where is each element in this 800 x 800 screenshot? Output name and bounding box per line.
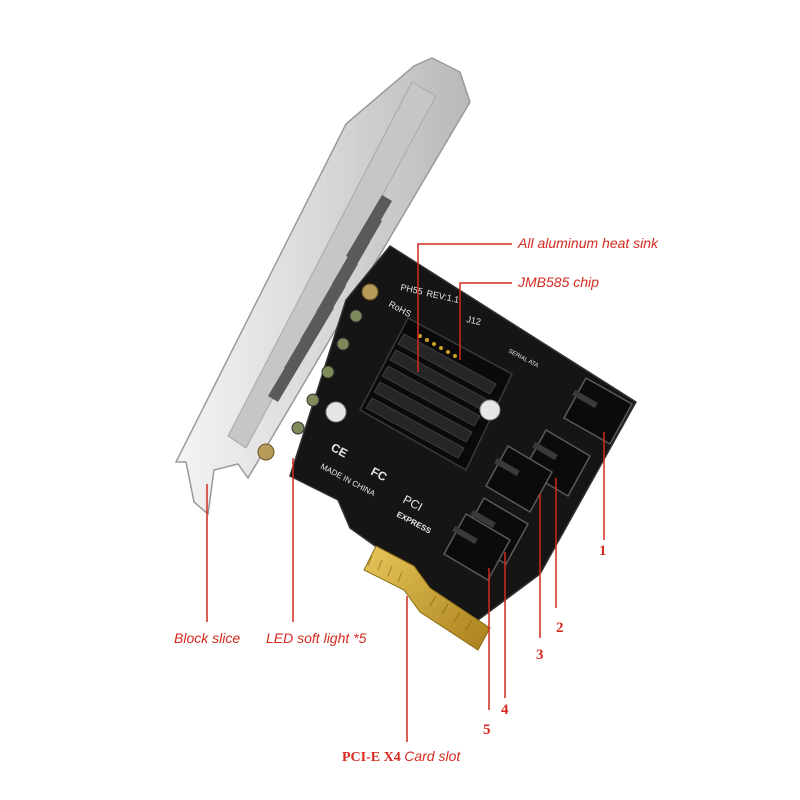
board-ref: J12 bbox=[466, 314, 482, 327]
led-3 bbox=[321, 365, 335, 379]
block-slice-bracket bbox=[174, 57, 471, 516]
label-pcie-sub: Card slot bbox=[404, 748, 461, 764]
standoff-right bbox=[479, 399, 501, 421]
jmb585-chip-header bbox=[418, 334, 457, 358]
led-lights bbox=[291, 309, 363, 435]
pcie-gold-fingers bbox=[363, 545, 491, 651]
label-pcie-slot: PCI-E X4 Card slot bbox=[342, 748, 460, 766]
bracket-screw-bottom bbox=[257, 443, 275, 461]
port-number-3: 3 bbox=[536, 647, 544, 663]
led-5 bbox=[291, 421, 305, 435]
label-heat-sink: All aluminum heat sink bbox=[518, 235, 659, 251]
led-1 bbox=[349, 309, 363, 323]
label-led: LED soft light *5 bbox=[266, 630, 367, 646]
port-number-5: 5 bbox=[483, 722, 491, 738]
bracket-screw-top bbox=[361, 283, 379, 301]
label-block-slice: Block slice bbox=[174, 630, 241, 646]
board-fc: FC bbox=[369, 464, 390, 484]
bracket-vent-slots bbox=[268, 195, 392, 402]
aluminum-heat-sink bbox=[358, 316, 513, 472]
annotation-lines bbox=[206, 243, 605, 742]
port-number-2: 2 bbox=[556, 620, 564, 636]
port-number-4: 4 bbox=[501, 702, 509, 718]
label-chip: JMB585 chip bbox=[518, 274, 599, 290]
board-ce: CE bbox=[329, 440, 350, 460]
led-4 bbox=[306, 393, 320, 407]
standoff-left bbox=[325, 401, 347, 423]
port-number-1: 1 bbox=[599, 543, 607, 559]
label-pcie-main: PCI-E X4 bbox=[342, 750, 401, 765]
led-2 bbox=[336, 337, 350, 351]
